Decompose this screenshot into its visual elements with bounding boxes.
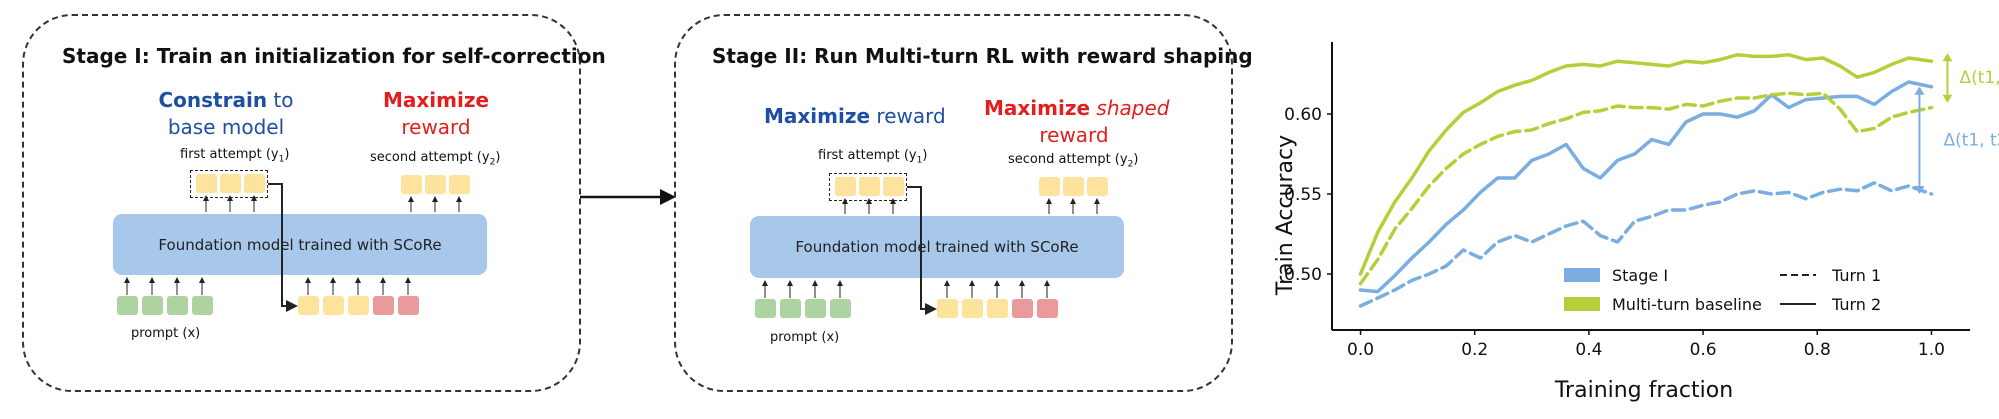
stage1-output-token [373,296,394,315]
stage2-first-attempt-label: first attempt (y1) [818,148,928,166]
stage2-left-heading: Maximize reward [764,103,946,130]
stage1-left-rest: to [267,88,294,112]
chart-legend: Stage I Multi-turn baseline Turn 1 Turn … [1564,266,1881,314]
x-tick-label: 1.0 [1918,340,1945,360]
legend-swatch-stage1 [1564,268,1600,282]
stage1-first-attempt-label: first attempt (y1) [180,147,290,165]
stage1-second-token [449,175,470,194]
stage2-output-token [987,299,1008,318]
stage2-left-bold: Maximize [764,104,871,128]
stage2-output-token [962,299,983,318]
train-accuracy-chart: 0.0 0.2 0.4 0.6 0.8 1.0 0.50 0.55 0.60 Train Acc… [1273,42,1999,403]
stage2-first-token [835,177,856,196]
stage1-right-heading: Maximize reward [376,87,496,141]
x-axis-label: Training fraction [1554,378,1733,403]
stage1-output-token [398,296,419,315]
stage1-left-heading: Constrain to base model [156,87,296,141]
stage1-right-line1: Maximize [382,88,490,112]
x-tick-label: 0.8 [1804,340,1831,360]
stage1-prompt-label: prompt (x) [131,326,201,341]
stage1-output-token [298,296,319,315]
stage1-first-token [196,174,217,193]
stage2-first-token [859,177,880,196]
x-tick-label: 0.6 [1690,340,1717,360]
legend-label-baseline: Multi-turn baseline [1612,295,1762,314]
series-line-stage1-turn1 [1358,181,1934,308]
delta-annotation-stage1: Δ(t1, t2) [1914,86,1999,194]
stage2-output-token [1037,299,1058,318]
stage1-prompt-token [167,296,188,315]
legend-label-turn1: Turn 1 [1831,266,1881,285]
series-line-stage1-turn2 [1358,80,1934,294]
stage2-prompt-token [830,299,851,318]
y-tick-label: 0.50 [1284,265,1322,285]
stage1-second-token [401,175,422,194]
stage1-second-token [425,175,446,194]
stage2-arrows [762,186,1100,315]
stage2-output-token [1012,299,1033,318]
stage1-output-token [348,296,369,315]
stage1-left-bold: Constrain [158,88,268,112]
series-line-baseline-turn2 [1358,53,1934,276]
stage2-second-token [1063,177,1084,196]
y-tick-label: 0.55 [1284,185,1322,205]
delta-label-baseline: Δ(t1, t2) [1959,68,1999,88]
stage1-foundation-model: Foundation model trained with SCoRe [113,214,487,275]
stage1-first-token [220,174,241,193]
stage1-right-line2: reward [401,115,471,139]
stage1-title: Stage I: Train an initialization for sel… [62,44,606,68]
legend-label-turn2: Turn 2 [1831,295,1881,314]
stage2-prompt-token [805,299,826,318]
stage2-left-rest: reward [870,104,946,128]
y-axis-label: Train Accuracy [1273,135,1298,296]
stage1-second-attempt-label: second attempt (y2) [370,150,501,168]
stage2-prompt-token [780,299,801,318]
stage2-prompt-token [755,299,776,318]
y-tick-label: 0.60 [1284,105,1322,125]
stage1-prompt-token [142,296,163,315]
stage-transition-arrow [580,189,676,205]
stage1-output-token [323,296,344,315]
stage2-second-token [1039,177,1060,196]
legend-swatch-baseline [1564,297,1600,311]
stage1-first-token [244,174,265,193]
stage2-first-token [883,177,904,196]
stage1-panel [22,14,581,392]
stage2-second-attempt-label: second attempt (y2) [1008,152,1139,170]
delta-annotation-baseline: Δ(t1, t2) [1942,53,1999,103]
stage2-right-line1-italic: shaped [1096,96,1170,120]
stage2-right-line1-bold: Maximize [984,96,1091,120]
stage2-panel [674,14,1233,392]
stage2-right-heading: Maximize shaped reward [984,95,1169,149]
x-tick-label: 0.0 [1347,340,1374,360]
stage1-arrows [124,183,462,312]
stage2-second-token [1087,177,1108,196]
x-tick-label: 0.2 [1461,340,1488,360]
stage2-foundation-model: Foundation model trained with SCoRe [750,216,1124,278]
stage1-left-line2: base model [167,115,285,139]
stage1-prompt-token [192,296,213,315]
legend-label-stage1: Stage I [1612,266,1668,285]
stage2-prompt-label: prompt (x) [770,330,840,345]
stage2-output-token [937,299,958,318]
x-tick-label: 0.4 [1575,340,1602,360]
stage1-prompt-token [117,296,138,315]
stage2-right-line2: reward [1039,123,1109,147]
series-line-baseline-turn1 [1358,91,1934,286]
stage2-title: Stage II: Run Multi-turn RL with reward … [712,44,1253,68]
delta-label-stage1: Δ(t1, t2) [1943,131,1999,151]
